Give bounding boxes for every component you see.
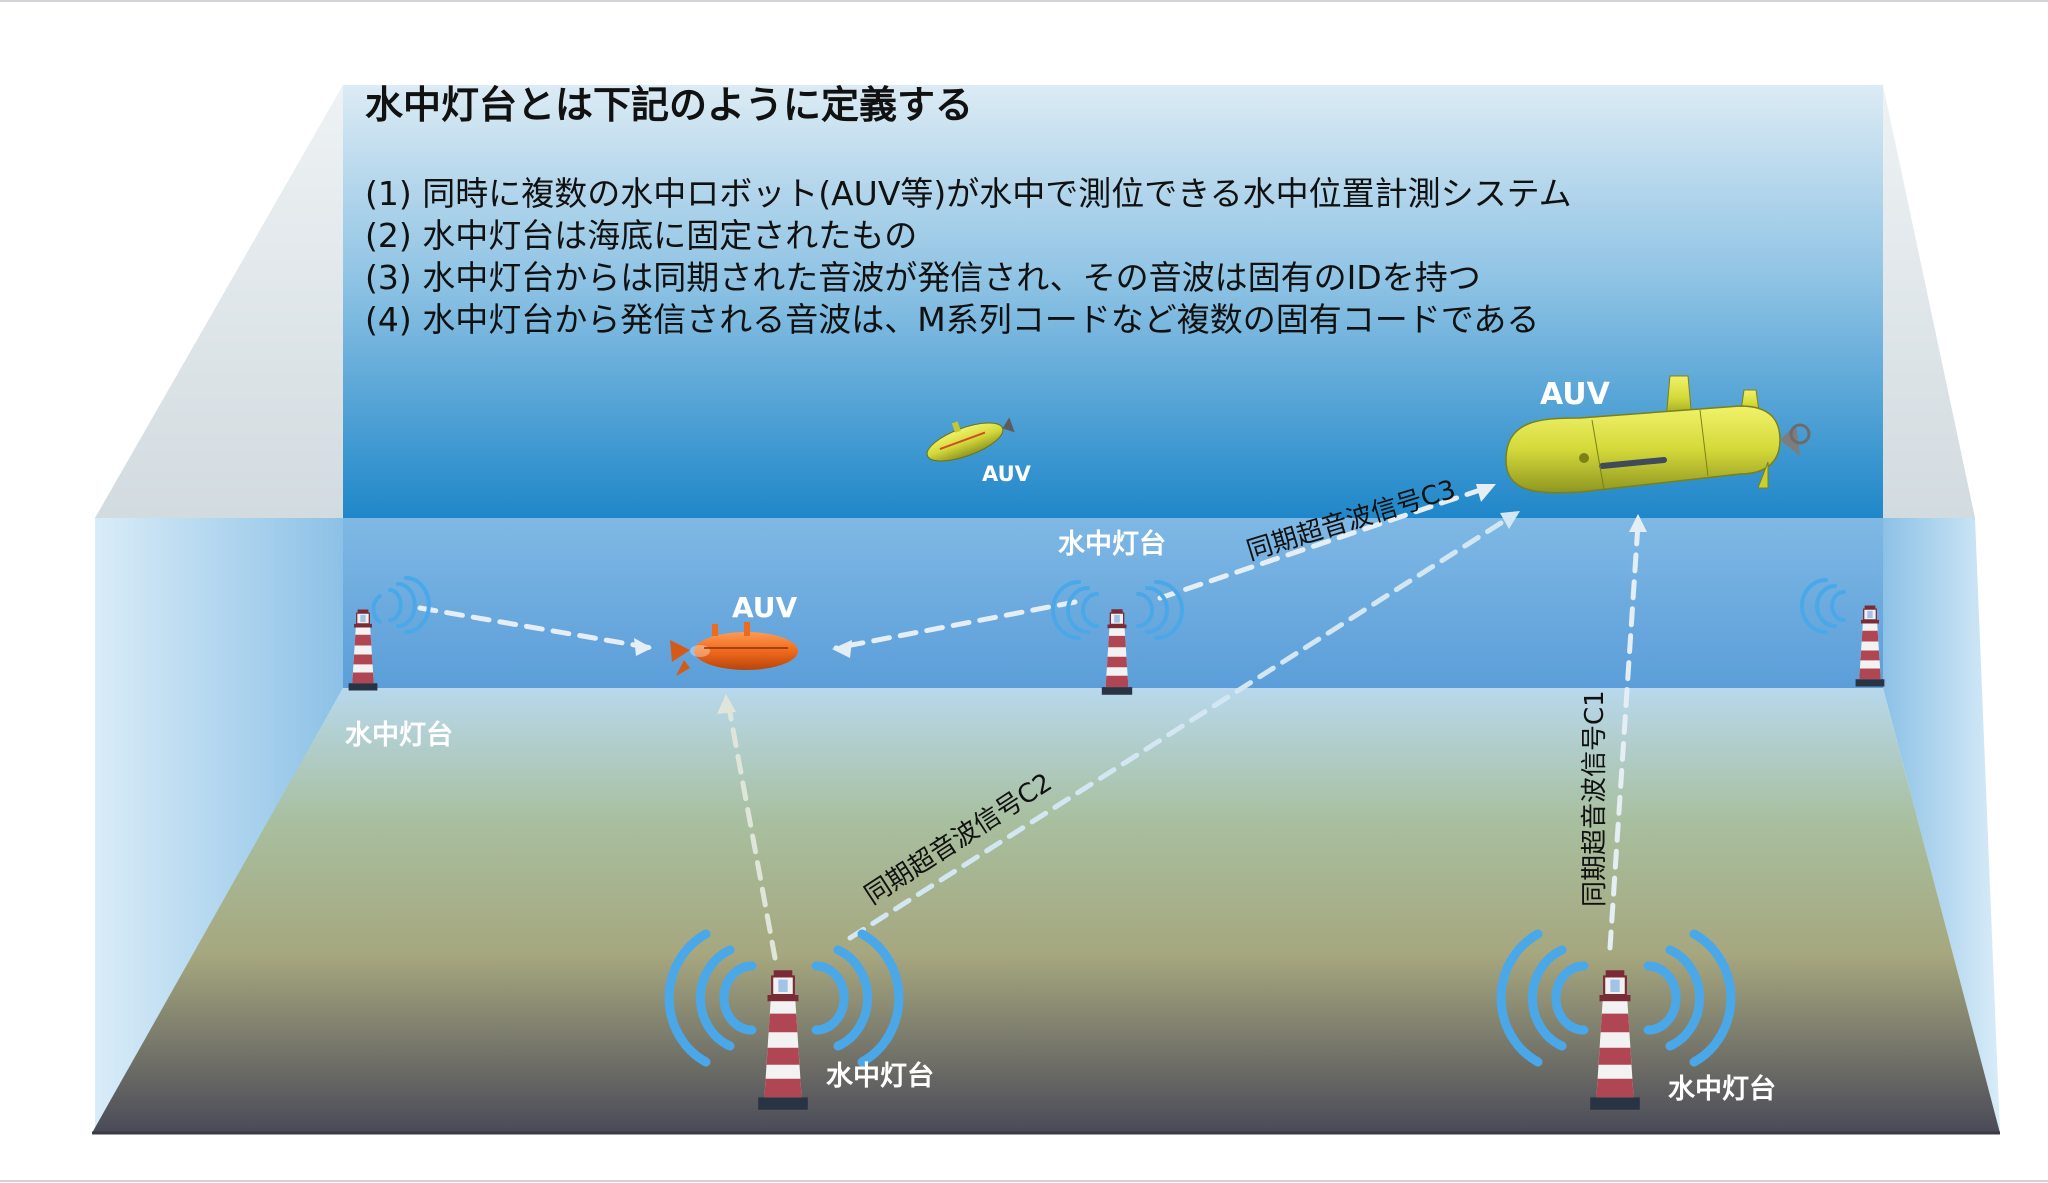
seabed	[92, 688, 2000, 1133]
arrow-left-beacon-to-orange-auv	[417, 605, 655, 651]
wave-icon	[664, 929, 904, 1067]
tank-left-wall	[95, 85, 343, 518]
arrow-bottom-left-beacon-to-large-auv	[847, 511, 1518, 941]
definition-item-3: (3) 水中灯台からは同期された音波が発信され、その音波は固有のIDを持つ	[365, 258, 1481, 297]
auv-orange-label: AUV	[732, 591, 798, 624]
beacon-left	[347, 576, 431, 692]
definition-item-1: (1) 同時に複数の水中ロボット(AUV等)が水中で測位できる水中位置計測システ…	[365, 174, 1572, 213]
signal-arrows	[417, 483, 1647, 961]
auv-large	[1505, 375, 1811, 494]
beacon-bottom-left-label: 水中灯台	[826, 1060, 934, 1092]
arrow-bottom-left-beacon-to-orange-auv	[725, 699, 778, 961]
auv-small-label: AUV	[982, 462, 1032, 486]
wave-icon	[371, 576, 431, 634]
auv-small	[926, 417, 1015, 462]
wave-icon	[1496, 929, 1736, 1067]
beacon-bottom-left	[664, 929, 904, 1112]
definition-item-4: (4) 水中灯台から発信される音波は、M系列コードなど複数の固有コードである	[365, 300, 1539, 339]
beacon-center	[1051, 580, 1184, 696]
beacon-right-edge	[1800, 578, 1886, 688]
arrow-bottom-right-beacon-to-large-auv	[1607, 521, 1641, 951]
auv-large-label: AUV	[1540, 377, 1611, 412]
tank-right-wall	[1883, 85, 1975, 518]
definition-block: 水中灯台とは下記のように定義する (1) 同時に複数の水中ロボット(AUV等)が…	[365, 83, 1572, 339]
beacon-left-label: 水中灯台	[345, 719, 453, 751]
beacon-bottom-right	[1496, 929, 1736, 1112]
auv-orange	[670, 622, 798, 676]
water-back-panel	[343, 85, 1883, 518]
wave-icon	[1051, 580, 1184, 640]
signal-label-c1: 同期超音波信号C1	[1580, 690, 1610, 907]
tank-front-left-glass	[95, 518, 343, 1133]
arrow-center-beacon-to-large-auv	[1157, 483, 1495, 601]
definition-item-2: (2) 水中灯台は海底に固定されたもの	[365, 216, 917, 255]
tank-front-right-glass	[1883, 518, 2000, 1133]
beacon-bottom-right-label: 水中灯台	[1668, 1073, 1776, 1105]
heading: 水中灯台とは下記のように定義する	[365, 83, 973, 127]
arrow-center-beacon-to-orange-auv	[833, 599, 1078, 651]
wave-icon	[1800, 578, 1846, 634]
beacon-center-label: 水中灯台	[1058, 528, 1166, 560]
